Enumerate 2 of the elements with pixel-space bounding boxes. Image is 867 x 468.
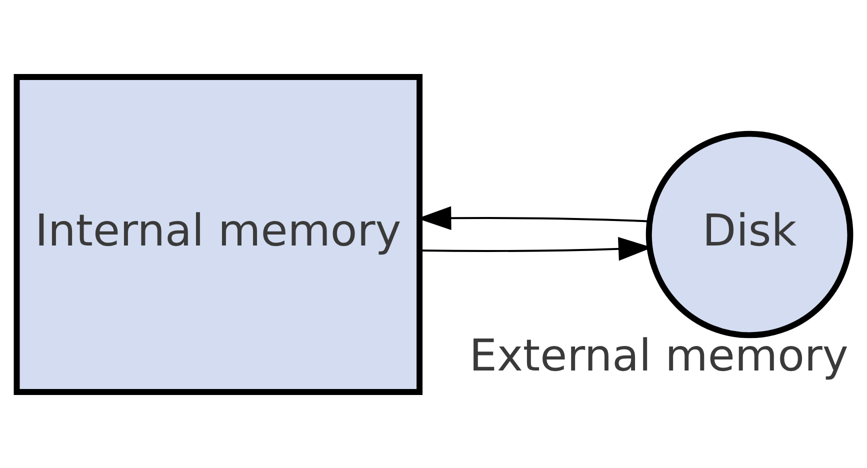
- node-circle: Disk: [646, 130, 854, 338]
- node-box: Internal memory: [14, 73, 423, 395]
